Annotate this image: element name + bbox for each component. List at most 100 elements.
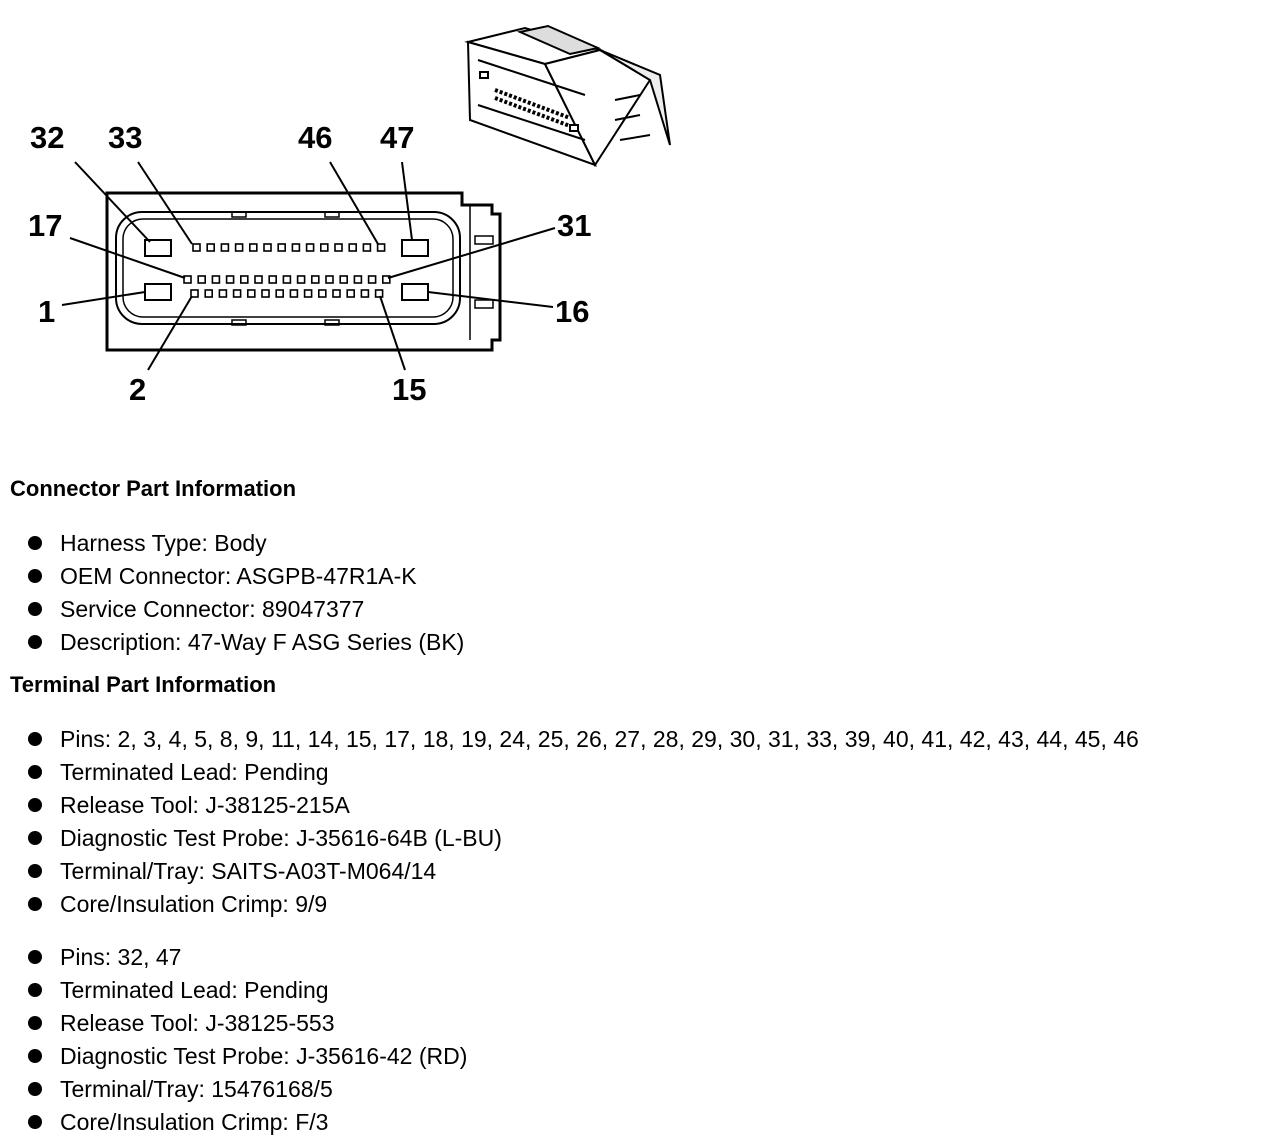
list-item: Pins: 2, 3, 4, 5, 8, 9, 11, 14, 15, 17, … xyxy=(28,723,1139,756)
bullet-icon xyxy=(28,897,42,911)
pin-labels: 32 33 46 47 17 31 1 16 2 15 xyxy=(28,120,591,407)
label-17: 17 xyxy=(28,208,62,243)
terminal-cavity xyxy=(261,289,270,298)
terminal-cavity xyxy=(282,275,292,284)
bullet-icon xyxy=(28,569,42,583)
terminal-cavity xyxy=(332,289,341,298)
terminal-cavity xyxy=(232,289,242,298)
terminal-cavity xyxy=(296,275,306,284)
list-item: Terminal/Tray: SAITS-A03T-M064/14 xyxy=(28,855,1139,888)
bullet-icon xyxy=(28,602,42,616)
terminal-group-2: Pins: 32, 47 Terminated Lead: Pending Re… xyxy=(28,941,467,1139)
terminal-cavity xyxy=(348,243,358,252)
label-31: 31 xyxy=(557,208,591,243)
terminal-16 xyxy=(401,283,429,301)
terminal-cavity xyxy=(206,243,215,252)
bullet-icon xyxy=(28,1016,42,1030)
list-item: Harness Type: Body xyxy=(28,527,464,560)
terminal-cavity xyxy=(325,275,334,284)
bullet-icon xyxy=(28,635,42,649)
terminal-cavity xyxy=(263,243,272,252)
small-terminals xyxy=(183,243,391,298)
leader-lines xyxy=(61,161,556,371)
terminal-cavity xyxy=(310,275,320,284)
bullet-icon xyxy=(28,950,42,964)
connector-info-title: Connector Part Information xyxy=(10,476,297,501)
terminal-cavity xyxy=(192,243,201,252)
bullet-icon xyxy=(28,831,42,845)
terminal-cavity xyxy=(197,275,206,284)
terminal-cavity xyxy=(234,243,244,252)
terminal-32 xyxy=(144,239,172,257)
terminal-cavity xyxy=(317,289,327,298)
list-item: Diagnostic Test Probe: J-35616-42 (RD) xyxy=(28,1040,467,1073)
bullet-icon xyxy=(28,864,42,878)
label-33: 33 xyxy=(108,120,142,155)
terminal-cavity xyxy=(183,275,192,284)
terminal-cavity xyxy=(254,275,263,284)
connector-thumbnail xyxy=(464,24,671,168)
terminal-cavity xyxy=(204,289,213,298)
terminal-cavity xyxy=(334,243,343,252)
terminal-info-title: Terminal Part Information xyxy=(10,672,277,697)
list-item: Service Connector: 89047377 xyxy=(28,593,464,626)
terminal-cavity xyxy=(374,289,384,298)
bullet-icon xyxy=(28,1082,42,1096)
terminal-cavity xyxy=(190,289,199,298)
terminal-cavity xyxy=(360,289,370,298)
bullet-icon xyxy=(28,798,42,812)
terminal-cavity xyxy=(367,275,377,284)
label-2: 2 xyxy=(129,372,146,407)
bullet-icon xyxy=(28,536,42,550)
terminal-cavity xyxy=(275,289,285,298)
terminal-cavity xyxy=(240,275,249,284)
list-item: Core/Insulation Crimp: 9/9 xyxy=(28,888,1139,921)
terminal-cavity xyxy=(247,289,256,298)
terminal-cavity xyxy=(303,289,313,298)
bullet-icon xyxy=(28,765,42,779)
terminal-cavity xyxy=(277,243,287,252)
terminal-cavity xyxy=(220,243,230,252)
connector-face xyxy=(105,191,502,352)
label-1: 1 xyxy=(38,294,55,329)
terminal-cavity xyxy=(268,275,278,284)
list-item: Pins: 32, 47 xyxy=(28,941,467,974)
label-15: 15 xyxy=(392,372,426,407)
terminal-cavity xyxy=(305,243,315,252)
bullet-icon xyxy=(28,1115,42,1129)
terminal-cavity xyxy=(381,275,391,284)
label-47: 47 xyxy=(380,120,414,155)
label-16: 16 xyxy=(555,294,589,329)
terminal-cavity xyxy=(289,289,299,298)
list-item: Terminal/Tray: 15476168/5 xyxy=(28,1073,467,1106)
terminal-47 xyxy=(401,239,429,257)
terminal-cavity xyxy=(249,243,258,252)
terminal-cavity xyxy=(362,243,372,252)
list-item: Release Tool: J-38125-553 xyxy=(28,1007,467,1040)
list-item: Terminated Lead: Pending xyxy=(28,756,1139,789)
large-terminals xyxy=(144,239,429,301)
terminal-cavity xyxy=(346,289,356,298)
terminal-cavity xyxy=(339,275,349,284)
terminal-cavity xyxy=(211,275,221,284)
terminal-cavity xyxy=(218,289,228,298)
bullet-icon xyxy=(28,1049,42,1063)
list-item: Core/Insulation Crimp: F/3 xyxy=(28,1106,467,1139)
terminal-group-1: Pins: 2, 3, 4, 5, 8, 9, 11, 14, 15, 17, … xyxy=(28,723,1139,921)
terminal-cavity xyxy=(225,275,235,284)
list-item: Release Tool: J-38125-215A xyxy=(28,789,1139,822)
connector-info-list: Harness Type: Body OEM Connector: ASGPB-… xyxy=(28,527,464,659)
label-46: 46 xyxy=(298,120,332,155)
list-item: OEM Connector: ASGPB-47R1A-K xyxy=(28,560,464,593)
terminal-cavity xyxy=(376,243,386,252)
terminal-cavity xyxy=(353,275,363,284)
list-item: Diagnostic Test Probe: J-35616-64B (L-BU… xyxy=(28,822,1139,855)
list-item: Terminated Lead: Pending xyxy=(28,974,467,1007)
bullet-icon xyxy=(28,732,42,746)
terminal-1 xyxy=(144,283,172,301)
bullet-icon xyxy=(28,983,42,997)
label-32: 32 xyxy=(30,120,64,155)
list-item: Description: 47-Way F ASG Series (BK) xyxy=(28,626,464,659)
terminal-cavity xyxy=(319,243,329,252)
connector-diagram: 32 33 46 47 17 31 1 16 2 15 xyxy=(28,24,671,407)
